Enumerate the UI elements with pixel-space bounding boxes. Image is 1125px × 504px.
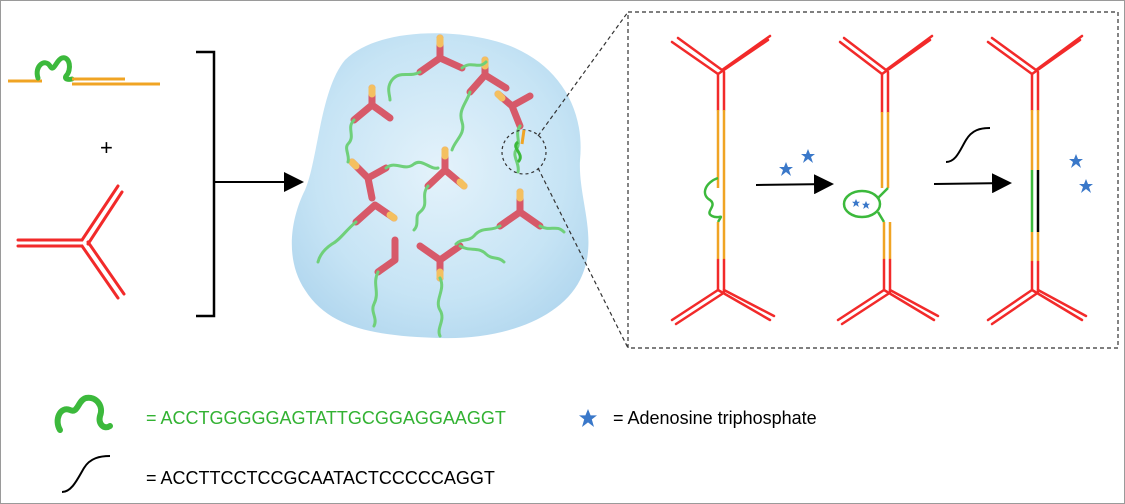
linker-strand-component bbox=[8, 55, 160, 86]
atp-star-icon bbox=[779, 162, 793, 176]
atp-star-icon bbox=[1069, 154, 1083, 168]
hydrogel-network bbox=[291, 33, 589, 339]
legend-atp-label: = Adenosine triphosphate bbox=[613, 408, 817, 428]
legend-complement-icon bbox=[61, 455, 111, 493]
legend-aptamer-sequence: = ACCTGGGGGAGTATTGCGGAGGAAGGT bbox=[146, 408, 506, 428]
atp-star-icon bbox=[862, 201, 870, 209]
atp-star-icon bbox=[1079, 179, 1093, 193]
y-scaffold-component bbox=[16, 184, 126, 300]
atp-star-icon bbox=[801, 149, 815, 163]
legend-aptamer-icon bbox=[54, 394, 113, 433]
zoom-line-bottom bbox=[537, 167, 629, 349]
zoom-line-top bbox=[537, 11, 629, 137]
arrow-complement-hybridization bbox=[933, 173, 1012, 194]
legend-complement-sequence: = ACCTTCCTCCGCAATACTCCCCCAGGT bbox=[146, 468, 495, 488]
legend-atp-star-icon bbox=[579, 409, 597, 427]
state-hybridized bbox=[986, 34, 1088, 326]
aptamer-atp-complex-icon bbox=[842, 189, 882, 219]
state-bound bbox=[670, 34, 776, 326]
mechanism-panel bbox=[627, 11, 1119, 349]
grouping-bracket bbox=[196, 50, 216, 318]
complement-strand-icon bbox=[945, 127, 991, 163]
atp-star-icon bbox=[852, 199, 860, 207]
aptamer-loop-icon bbox=[34, 55, 75, 82]
state-atp-captured bbox=[836, 34, 940, 326]
aptamer-loop-icon bbox=[703, 176, 723, 223]
arrow-atp-binding bbox=[755, 174, 834, 195]
plus-symbol: + bbox=[100, 135, 113, 160]
